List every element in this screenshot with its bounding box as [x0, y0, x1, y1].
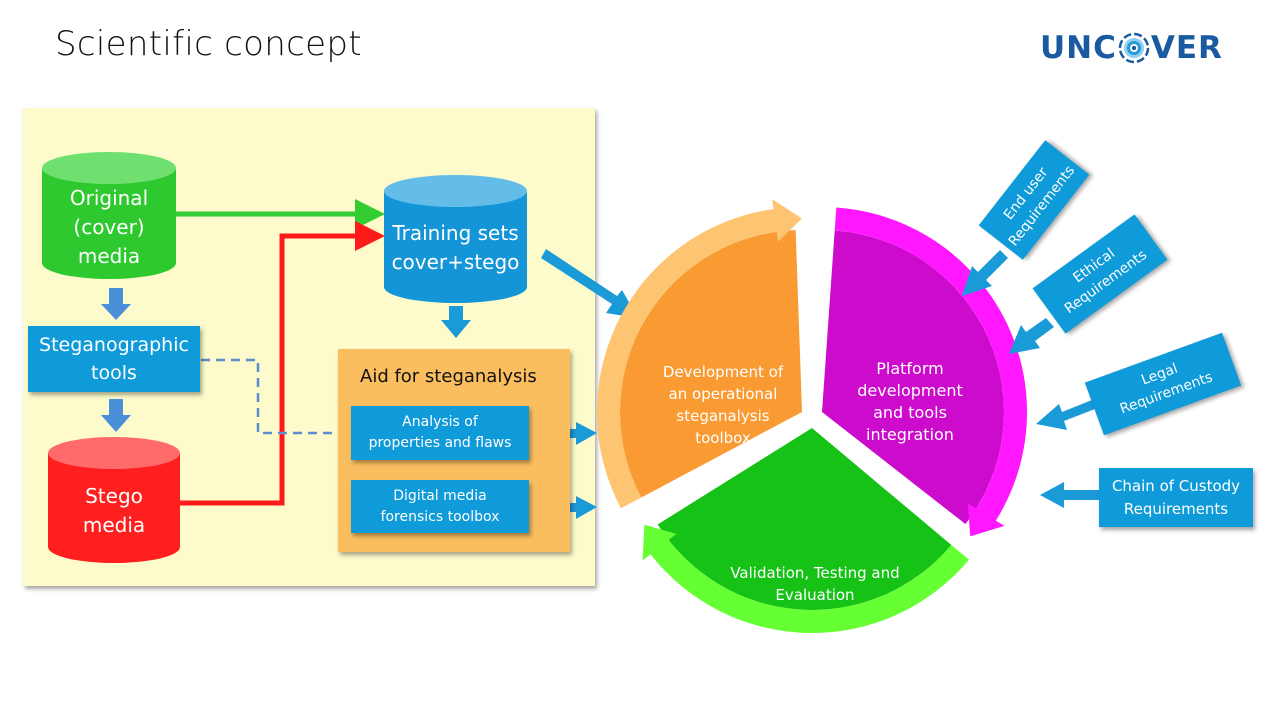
segment-development-line-2: an operational [668, 385, 778, 403]
analysis-properties-box: Analysis of properties and flaws [351, 406, 529, 460]
segment-validation-label: Validation, Testing and Evaluation [710, 562, 920, 606]
steganographic-tools-line-2: tools [91, 362, 137, 384]
analysis-line-2: properties and flaws [368, 435, 512, 451]
tools-to-analysis-dashed-line [201, 358, 343, 435]
segment-platform-line-2: development [857, 381, 963, 400]
down-arrow-1 [101, 288, 131, 320]
forensics-line-1: Digital media [393, 487, 487, 504]
custody-arrow [1040, 482, 1100, 508]
down-arrow-3 [441, 306, 471, 338]
forensics-toolbox-box: Digital media forensics toolbox [351, 480, 529, 533]
original-media-cylinder: Original (cover) media [42, 152, 176, 279]
segment-platform-line-1: Platform [876, 359, 944, 378]
custody-line-1: Chain of Custody [1111, 476, 1241, 495]
steganographic-tools-box: Steganographic tools [28, 326, 200, 392]
stego-media-line-1: Stego [85, 484, 143, 508]
training-to-cycle-arrow [541, 249, 638, 318]
cycle-segment-validation [657, 428, 952, 610]
forensics-line-2: forensics toolbox [380, 508, 500, 525]
steganographic-tools-line-1: Steganographic [39, 334, 189, 356]
training-sets-line-1: Training sets [392, 221, 519, 245]
slide-title: Scientific concept [55, 24, 362, 64]
training-sets-cylinder: Training sets cover+stego [384, 175, 527, 303]
end-user-arrow [962, 250, 1008, 296]
original-media-line-2: (cover) [73, 215, 145, 239]
cycle-segment-platform [822, 230, 1005, 525]
segment-platform-label: Platform development and tools integrati… [840, 358, 980, 446]
segment-development-line-3: steganalysis [676, 407, 770, 425]
training-sets-line-2: cover+stego [391, 250, 520, 274]
segment-validation-line-1: Validation, Testing and [730, 564, 900, 582]
cycle-ring-arrow-validation [642, 524, 970, 634]
segment-development-label: Development of an operational steganalys… [648, 361, 798, 449]
segment-validation-line-2: Evaluation [775, 586, 855, 604]
cycle-segment-development [619, 230, 802, 498]
segment-development-line-1: Development of [662, 363, 784, 381]
original-media-line-3: media [77, 244, 141, 268]
eye-lens-icon [1118, 32, 1150, 64]
segment-platform-line-4: integration [866, 425, 954, 444]
segment-platform-line-3: and tools [873, 403, 947, 422]
logo-text-suffix: VER [1150, 30, 1223, 66]
legal-arrow [1036, 400, 1095, 430]
stego-to-training-arrow [180, 221, 385, 506]
segment-development-line-4: toolbox [695, 429, 751, 447]
uncover-logo: UNC VER [1040, 30, 1223, 66]
custody-line-2: Requirements [1123, 499, 1229, 518]
logo-text-prefix: UNC [1040, 30, 1117, 66]
cycle-ring-arrow-development [597, 199, 802, 509]
original-media-line-1: Original [69, 186, 149, 210]
ethical-arrow [1009, 318, 1054, 354]
down-arrow-2 [101, 399, 131, 432]
stego-media-line-2: media [82, 513, 146, 537]
stego-media-cylinder: Stego media [48, 437, 180, 563]
analysis-line-1: Analysis of [402, 414, 478, 430]
aid-for-steganalysis-title: Aid for steganalysis [360, 366, 537, 387]
